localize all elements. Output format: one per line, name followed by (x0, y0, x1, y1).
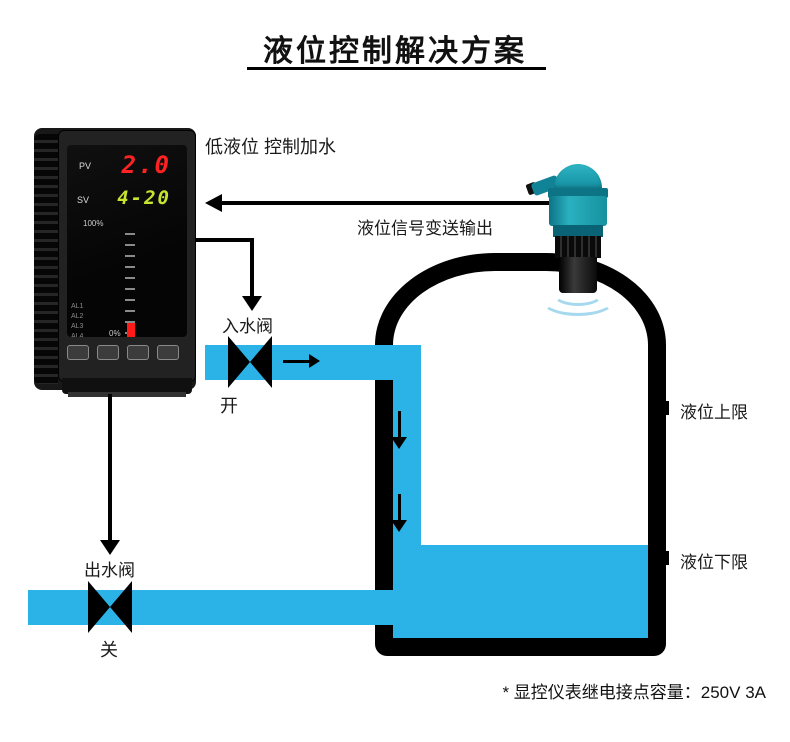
pv-value: 2.0 (121, 151, 171, 179)
outlet-control-line (108, 394, 112, 540)
controller-heatsink (34, 134, 58, 384)
signal-arrow-head-icon (205, 194, 222, 212)
bargraph-100-label: 100% (83, 219, 104, 228)
outlet-valve-state: 关 (100, 640, 118, 660)
outlet-valve-icon (88, 581, 132, 633)
sv-value: 4-20 (117, 187, 171, 209)
valve-triangle (88, 581, 110, 633)
alarm-label: AL4 (71, 333, 84, 337)
inlet-control-line-h (196, 238, 254, 242)
controller-button-icon (157, 345, 179, 360)
title-underline (247, 67, 546, 70)
controller-button-icon (127, 345, 149, 360)
valve-triangle (250, 336, 272, 388)
controller-base (62, 378, 192, 394)
outlet-valve-label: 出水阀 (84, 561, 135, 580)
sensor-nut (553, 225, 603, 237)
sensor-beam-arc-icon (540, 282, 616, 316)
outlet-pipe (28, 590, 393, 625)
controller-button-icon (67, 345, 89, 360)
bargraph-0-label: 0% (109, 329, 121, 337)
alarm-label: AL3 (71, 323, 84, 330)
sensor-flange (548, 188, 608, 198)
level-controller: PV 2.0 SV 4-20 100% 0% AL1 AL2 AL3 AL4 (34, 128, 196, 397)
inlet-valve-icon (228, 336, 272, 388)
inlet-valve-state: 开 (220, 396, 238, 416)
valve-triangle (228, 336, 250, 388)
controller-keypad (67, 345, 187, 365)
pv-label: PV (79, 161, 92, 171)
footnote: * 显控仪表继电接点容量：250V 3A (502, 683, 766, 702)
flow-arrow-down-icon (391, 437, 407, 449)
inlet-riser-pipe (393, 378, 421, 548)
controller-button-icon (97, 345, 119, 360)
note-signal-output: 液位信号变送输出 (357, 219, 493, 238)
alarm-label: AL1 (71, 303, 84, 310)
note-low-level: 低液位 控制加水 (205, 137, 337, 157)
valve-triangle (110, 581, 132, 633)
sensor-thread (555, 236, 601, 258)
inlet-control-arrow-head-icon (242, 296, 262, 311)
ultrasonic-level-sensor (525, 162, 628, 332)
flow-arrow-line (283, 360, 310, 363)
sensor-body (549, 196, 607, 226)
controller-base-lip (68, 392, 186, 397)
tank-water (393, 545, 648, 638)
sensor-dome (554, 164, 602, 190)
flow-arrow-line (398, 411, 401, 437)
upper-limit-marker (652, 401, 669, 415)
bargraph-scale (125, 233, 135, 337)
outlet-control-arrow-head-icon (100, 540, 120, 555)
signal-arrow-line (221, 201, 556, 205)
page-title: 液位控制解决方案 (263, 35, 527, 68)
inlet-valve-label: 入水阀 (222, 317, 273, 336)
lower-limit-marker (652, 551, 669, 565)
controller-display: PV 2.0 SV 4-20 100% 0% AL1 AL2 AL3 AL4 (67, 145, 187, 337)
sv-label: SV (77, 195, 90, 205)
lower-limit-label: 液位下限 (680, 553, 748, 572)
bargraph-level-bar (127, 323, 135, 337)
flow-arrow-right-icon (309, 354, 320, 368)
upper-limit-label: 液位上限 (680, 403, 748, 422)
inlet-control-line-v (250, 238, 254, 298)
sensor-beam-arc-icon (552, 280, 604, 306)
alarm-label: AL2 (71, 313, 84, 320)
controller-front-panel: PV 2.0 SV 4-20 100% 0% AL1 AL2 AL3 AL4 (58, 130, 196, 382)
flow-arrow-line (398, 494, 401, 520)
flow-arrow-down-icon (391, 520, 407, 532)
